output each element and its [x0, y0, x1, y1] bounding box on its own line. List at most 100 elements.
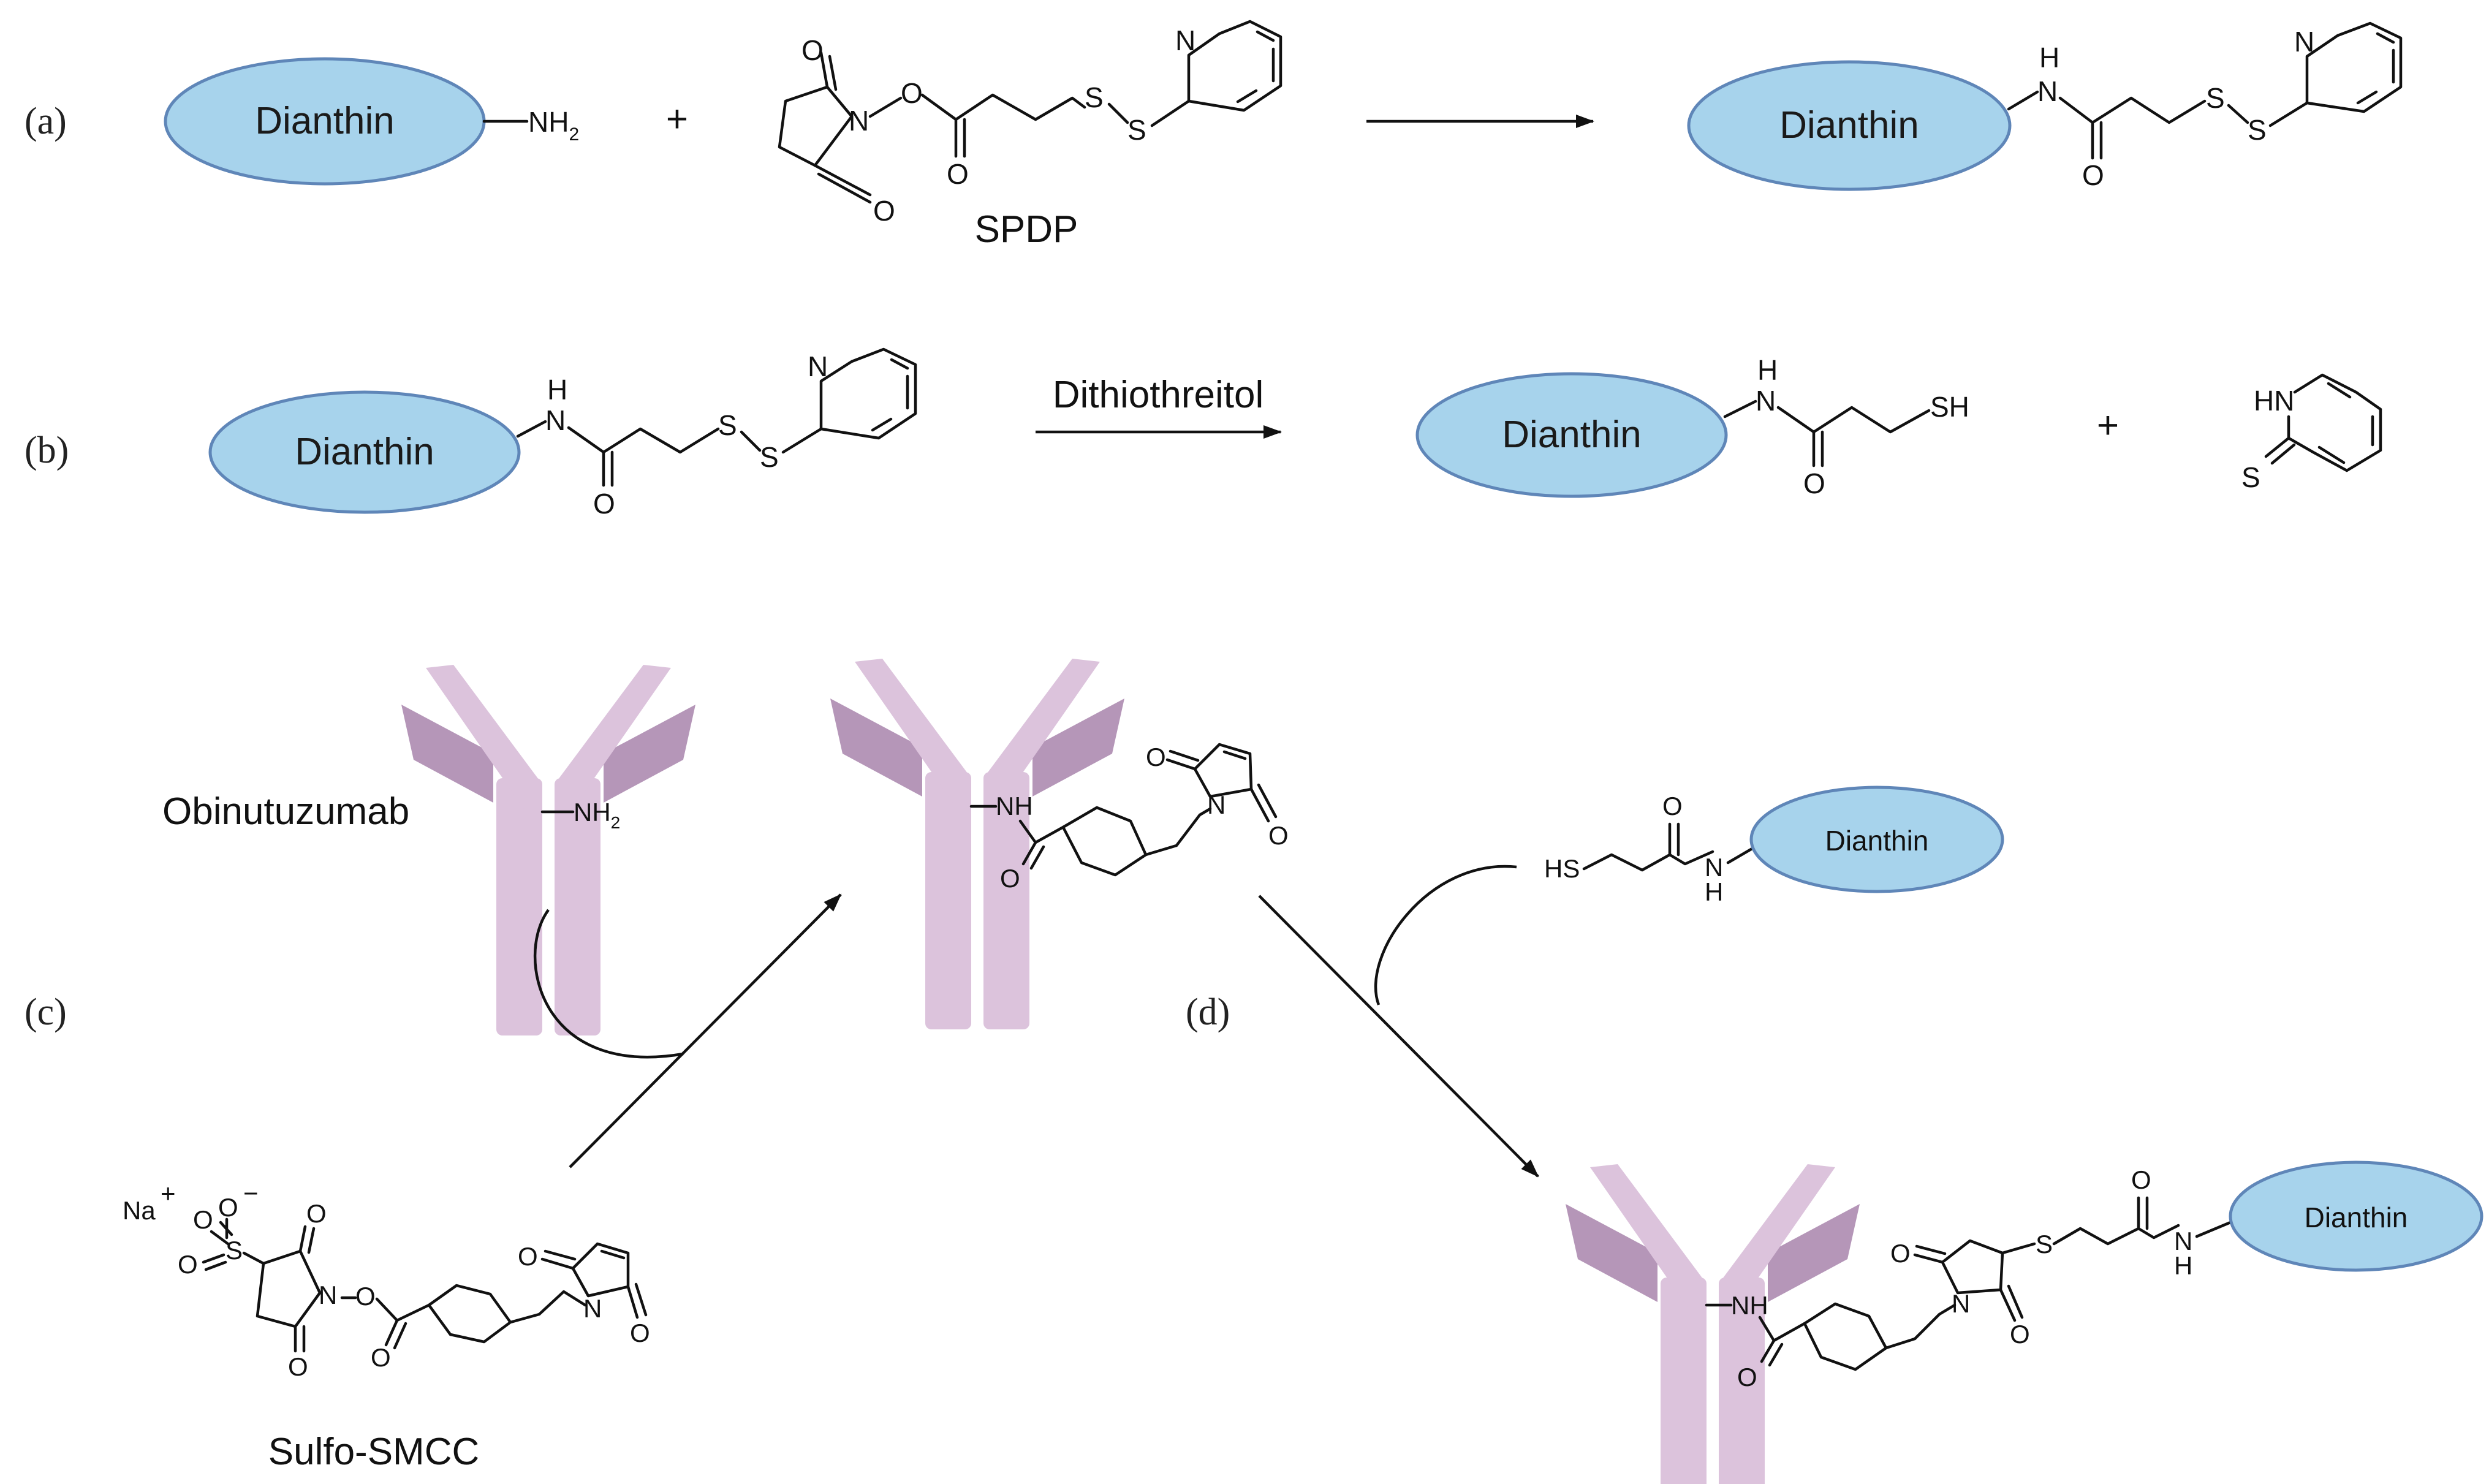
dianthin-ellipse: [1749, 786, 2004, 893]
svg-text:O: O: [518, 1242, 538, 1271]
svg-text:O: O: [1268, 821, 1289, 850]
thiolated-dianthin: HS O N H Dianthin: [1544, 786, 2004, 906]
svg-text:S: S: [718, 409, 737, 441]
svg-text:O: O: [2131, 1165, 2151, 1194]
svg-text:HN: HN: [2254, 385, 2294, 417]
svg-text:−: −: [243, 1179, 259, 1208]
svg-text:N: N: [2294, 26, 2314, 58]
svg-text:NH: NH: [1731, 1291, 1768, 1320]
dtt-label: Dithiothreitol: [1053, 374, 1264, 416]
svg-text:H: H: [1757, 354, 1778, 386]
svg-text:O: O: [593, 488, 615, 520]
dianthin-ellipse: [1687, 60, 2012, 191]
svg-text:O: O: [2082, 159, 2104, 191]
antibody-icon: [830, 659, 1124, 1029]
svg-text:H: H: [547, 374, 567, 406]
panel-c: (c) NH2 Obinutuzumab Na + O O − O S O: [25, 659, 1289, 1473]
svg-text:S: S: [760, 441, 779, 473]
panel-label-d: (d): [1186, 991, 1230, 1033]
panel-a: (a) Dianthin NH2 + O O N O O S S: [25, 20, 2403, 251]
svg-text:Dianthin: Dianthin: [2305, 1202, 2408, 1233]
svg-text:O: O: [873, 195, 895, 227]
pyridine-2-thione: HN S: [2241, 373, 2382, 493]
spdp-label: SPDP: [975, 208, 1078, 251]
panel-label-b: (b): [25, 430, 69, 471]
svg-text:N: N: [2174, 1227, 2192, 1255]
dianthin-ellipse: [2229, 1160, 2483, 1272]
svg-text:H: H: [2039, 42, 2059, 74]
dianthin-ellipse: [1415, 372, 1728, 498]
sulfo-smcc-structure: Na + O O − O S O O N O O N: [123, 1179, 650, 1381]
panel-b: (b) Dianthin H N O S S N Dithiothreitol …: [25, 347, 2382, 520]
svg-text:S: S: [2206, 82, 2225, 114]
svg-text:S: S: [225, 1236, 243, 1265]
svg-text:Dianthin: Dianthin: [1779, 104, 1919, 146]
dianthin-ellipse: [208, 390, 521, 514]
svg-text:N: N: [849, 105, 869, 137]
maleimide-activated-antibody: NH O N O O: [830, 659, 1289, 1029]
svg-text:O: O: [288, 1352, 308, 1381]
svg-text:O: O: [306, 1199, 327, 1228]
svg-text:S: S: [2241, 461, 2260, 493]
curved-arrow-c: [533, 909, 684, 1059]
panel-d: (d) HS O N H Dianthin NH O N: [1186, 786, 2483, 1484]
svg-text:N: N: [2037, 75, 2058, 107]
antibody-icon: [401, 665, 695, 1035]
svg-text:N: N: [545, 404, 566, 436]
svg-text:SH: SH: [1930, 391, 1969, 423]
svg-text:Na: Na: [123, 1196, 156, 1225]
svg-text:O: O: [1146, 743, 1166, 771]
plus-sign-a: +: [666, 98, 688, 140]
svg-text:O: O: [178, 1250, 198, 1279]
dianthin-thiol-product-b: Dianthin H N O SH: [1415, 354, 1969, 499]
svg-text:S: S: [1127, 114, 1146, 146]
svg-text:O: O: [801, 34, 824, 66]
obinutuzumab-dianthin-conjugate: NH O N O O S O N H Dianthin: [1566, 1160, 2483, 1484]
svg-text:Dianthin: Dianthin: [1825, 825, 1929, 857]
svg-text:O: O: [1000, 864, 1020, 893]
svg-text:O: O: [355, 1282, 376, 1311]
plus-sign-b: +: [2097, 404, 2119, 447]
svg-text:Dianthin: Dianthin: [295, 431, 434, 473]
svg-text:N: N: [1175, 25, 1195, 56]
svg-text:+: +: [161, 1179, 176, 1208]
svg-text:N: N: [1705, 853, 1723, 882]
reaction-arrow-d: [1258, 895, 1539, 1178]
amine-label: NH2: [528, 106, 579, 145]
dianthin-reactant-a: Dianthin NH2: [164, 57, 579, 186]
obinutuzumab-antibody: NH2 Obinutuzumab: [162, 665, 695, 1035]
svg-text:O: O: [218, 1193, 238, 1222]
svg-text:NH: NH: [996, 792, 1033, 820]
dianthin-pdp-product-a: Dianthin H N O S S N: [1687, 21, 2403, 191]
svg-text:Dianthin: Dianthin: [1502, 414, 1641, 456]
panel-label-a: (a): [25, 100, 67, 142]
dianthin-pdp-reactant-b: Dianthin H N O S S N: [208, 347, 917, 520]
svg-text:O: O: [630, 1319, 650, 1347]
antibody-icon: [1566, 1164, 1860, 1484]
reaction-arrow-c: [569, 893, 842, 1168]
svg-text:HS: HS: [1544, 854, 1580, 883]
svg-text:O: O: [947, 158, 969, 190]
svg-text:S: S: [1085, 81, 1104, 113]
svg-text:O: O: [193, 1205, 213, 1234]
svg-text:O: O: [1890, 1239, 1911, 1268]
svg-text:N: N: [808, 350, 828, 382]
svg-text:O: O: [2010, 1320, 2030, 1349]
spdp-structure: O O N O O S S N: [778, 20, 1282, 227]
panel-label-c: (c): [25, 991, 67, 1033]
svg-text:O: O: [901, 77, 923, 109]
svg-text:S: S: [2248, 114, 2267, 146]
svg-text:H: H: [1705, 877, 1723, 906]
svg-text:NH2: NH2: [574, 798, 620, 832]
svg-text:N: N: [319, 1281, 337, 1309]
curved-arrow-d: [1374, 865, 1517, 1005]
obinutuzumab-label: Obinutuzumab: [162, 790, 409, 833]
svg-text:O: O: [1662, 792, 1683, 820]
svg-text:O: O: [1803, 468, 1825, 499]
svg-text:O: O: [1737, 1363, 1757, 1391]
svg-text:N: N: [1756, 385, 1776, 417]
svg-text:N: N: [583, 1294, 602, 1323]
svg-text:S: S: [2036, 1230, 2053, 1259]
svg-text:H: H: [2174, 1251, 2192, 1280]
